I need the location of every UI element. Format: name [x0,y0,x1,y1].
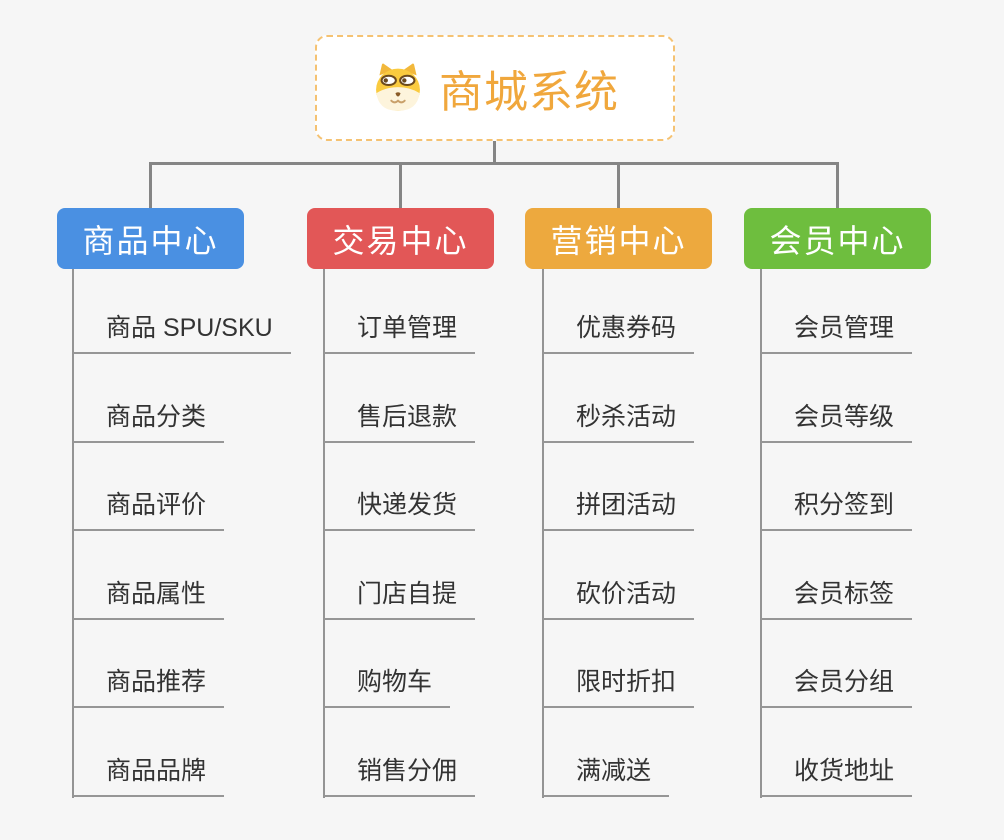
branch-trade-center[interactable]: 交易中心 [307,208,494,269]
root-connector-stub [493,141,496,163]
column-spine [72,269,74,798]
leaf-node: 快递发货 [324,443,584,532]
leaf-node: 商品分类 [73,354,333,443]
branch-connector-drop [399,162,402,209]
leaf-label[interactable]: 收货地址 [761,751,913,797]
leaf-node: 砍价活动 [543,531,803,620]
branch-product-center[interactable]: 商品中心 [57,208,244,269]
leaf-node: 商品品牌 [73,708,333,797]
leaf-node: 拼团活动 [543,443,803,532]
leaf-label[interactable]: 秒杀活动 [543,397,695,443]
leaf-node: 优惠券码 [543,269,803,354]
column-trade-center-items: 订单管理 售后退款 快递发货 门店自提 购物车 销售分佣 [324,269,584,797]
leaf-label[interactable]: 砍价活动 [543,574,695,620]
branch-marketing-center[interactable]: 营销中心 [525,208,712,269]
root-node-mall-system[interactable]: 商城系统 [315,35,675,141]
leaf-node: 门店自提 [324,531,584,620]
leaf-label[interactable]: 会员等级 [761,397,913,443]
branch-connector-drop [836,162,839,209]
column-spine [323,269,325,798]
leaf-node: 售后退款 [324,354,584,443]
leaf-node: 会员管理 [761,269,1004,354]
leaf-node: 商品推荐 [73,620,333,709]
leaf-label[interactable]: 订单管理 [324,308,476,354]
leaf-node: 会员分组 [761,620,1004,709]
branch-label: 营销中心 [550,222,687,259]
leaf-label[interactable]: 商品属性 [73,574,225,620]
column-product-center-items: 商品 SPU/SKU 商品分类 商品评价 商品属性 商品推荐 商品品牌 [73,269,333,797]
leaf-label[interactable]: 售后退款 [324,397,476,443]
leaf-node: 积分签到 [761,443,1004,532]
leaf-label[interactable]: 商品推荐 [73,662,225,709]
leaf-node: 收货地址 [761,708,1004,797]
leaf-label[interactable]: 销售分佣 [324,751,476,797]
leaf-node: 商品 SPU/SKU [73,269,333,354]
leaf-label[interactable]: 会员管理 [761,308,913,354]
leaf-node: 限时折扣 [543,620,803,709]
column-member-center-items: 会员管理 会员等级 积分签到 会员标签 会员分组 收货地址 [761,269,1004,797]
leaf-label[interactable]: 拼团活动 [543,485,695,532]
leaf-node: 销售分佣 [324,708,584,797]
column-spine [542,269,544,798]
branch-connector-drop [617,162,620,209]
leaf-node: 满减送 [543,708,803,797]
leaf-label[interactable]: 购物车 [324,662,451,709]
branch-member-center[interactable]: 会员中心 [744,208,931,269]
leaf-label[interactable]: 优惠券码 [543,308,695,354]
leaf-label[interactable]: 商品 SPU/SKU [73,308,291,354]
leaf-node: 订单管理 [324,269,584,354]
branch-label: 会员中心 [769,222,906,259]
branch-connector-drop [149,162,152,209]
root-title: 商城系统 [439,68,619,117]
leaf-node: 购物车 [324,620,584,709]
leaf-label[interactable]: 会员标签 [761,574,913,620]
leaf-label[interactable]: 快递发货 [324,485,476,532]
leaf-label[interactable]: 会员分组 [761,662,913,709]
leaf-node: 秒杀活动 [543,354,803,443]
column-spine [760,269,762,798]
leaf-node: 会员标签 [761,531,1004,620]
leaf-label[interactable]: 满减送 [543,751,670,797]
column-marketing-center-items: 优惠券码 秒杀活动 拼团活动 砍价活动 限时折扣 满减送 [543,269,803,797]
dog-face-icon [376,63,420,111]
leaf-label[interactable]: 商品分类 [73,397,225,443]
leaf-node: 商品属性 [73,531,333,620]
leaf-label[interactable]: 商品评价 [73,485,225,532]
branch-connector-rail [149,162,839,165]
branch-label: 商品中心 [82,222,219,259]
leaf-node: 会员等级 [761,354,1004,443]
leaf-node: 商品评价 [73,443,333,532]
leaf-label[interactable]: 限时折扣 [543,662,695,709]
leaf-label[interactable]: 商品品牌 [73,751,225,797]
leaf-label[interactable]: 积分签到 [761,485,913,532]
leaf-label[interactable]: 门店自提 [324,574,476,620]
branch-label: 交易中心 [332,222,469,259]
